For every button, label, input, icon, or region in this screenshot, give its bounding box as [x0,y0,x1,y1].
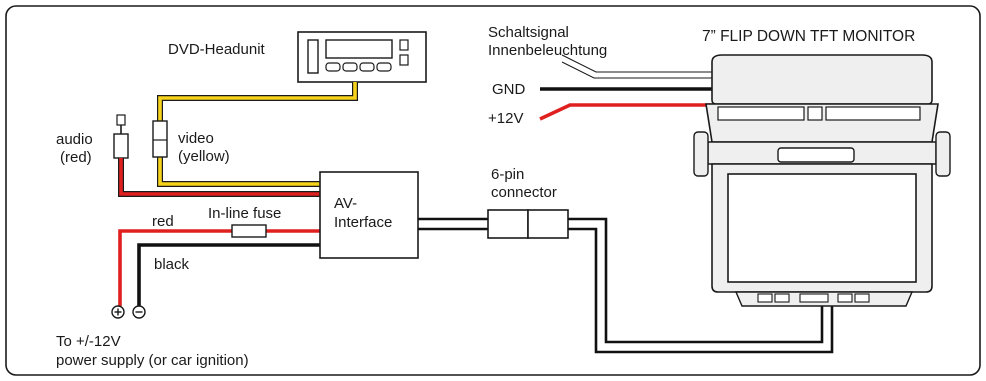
audio-label: audio [56,131,93,148]
video-wire [158,82,357,186]
audio-rca-connector [113,133,129,159]
monitor-button [774,293,790,303]
monitor-button [799,293,829,303]
gnd-label: GND [492,81,526,98]
dvd-headunit [297,31,427,83]
six-pin-connector [487,209,569,239]
monitor-button [757,293,773,303]
av-interface-label-line2: Interface [334,214,392,231]
monitor-button [837,293,853,303]
red-wire-label: red [152,213,174,230]
video-label: video [178,130,214,147]
negative-terminal [132,305,146,319]
audio-color-label: (red) [60,149,92,166]
plus12v-label: +12V [488,110,523,127]
monitor-screen [727,173,917,283]
power-supply-label-line1: To +/-12V [56,333,121,350]
flip-down-monitor [693,54,951,307]
monitor-cable [568,217,824,344]
innenbeleuchtung-label: Innenbeleuchtung [488,42,607,59]
six-pin-label-line2: connector [491,184,557,201]
schaltsignal-wire [561,54,712,73]
video-color-label: (yellow) [178,148,230,165]
schaltsignal-label: Schaltsignal [488,24,569,41]
six-pin-label-line1: 6-pin [491,166,524,183]
av-interface-label-line1: AV- [334,195,357,212]
red-power-wire [118,229,320,306]
inline-fuse-label: In-line fuse [208,205,281,222]
dvd-headunit-label: DVD-Headunit [168,41,266,58]
monitor-title: 7” FLIP DOWN TFT MONITOR [702,28,915,45]
video-rca-connector [152,120,168,158]
black-wire-label: black [154,256,190,273]
audio-wire [119,158,320,196]
black-power-wire [137,243,320,306]
monitor-button [854,293,870,303]
power-supply-label-line2: power supply (or car ignition) [56,352,249,369]
plus12v-wire [539,103,712,121]
diagram-frame [5,5,981,376]
positive-terminal [111,305,125,319]
inline-fuse [231,224,267,238]
av-interface-box [319,171,419,259]
